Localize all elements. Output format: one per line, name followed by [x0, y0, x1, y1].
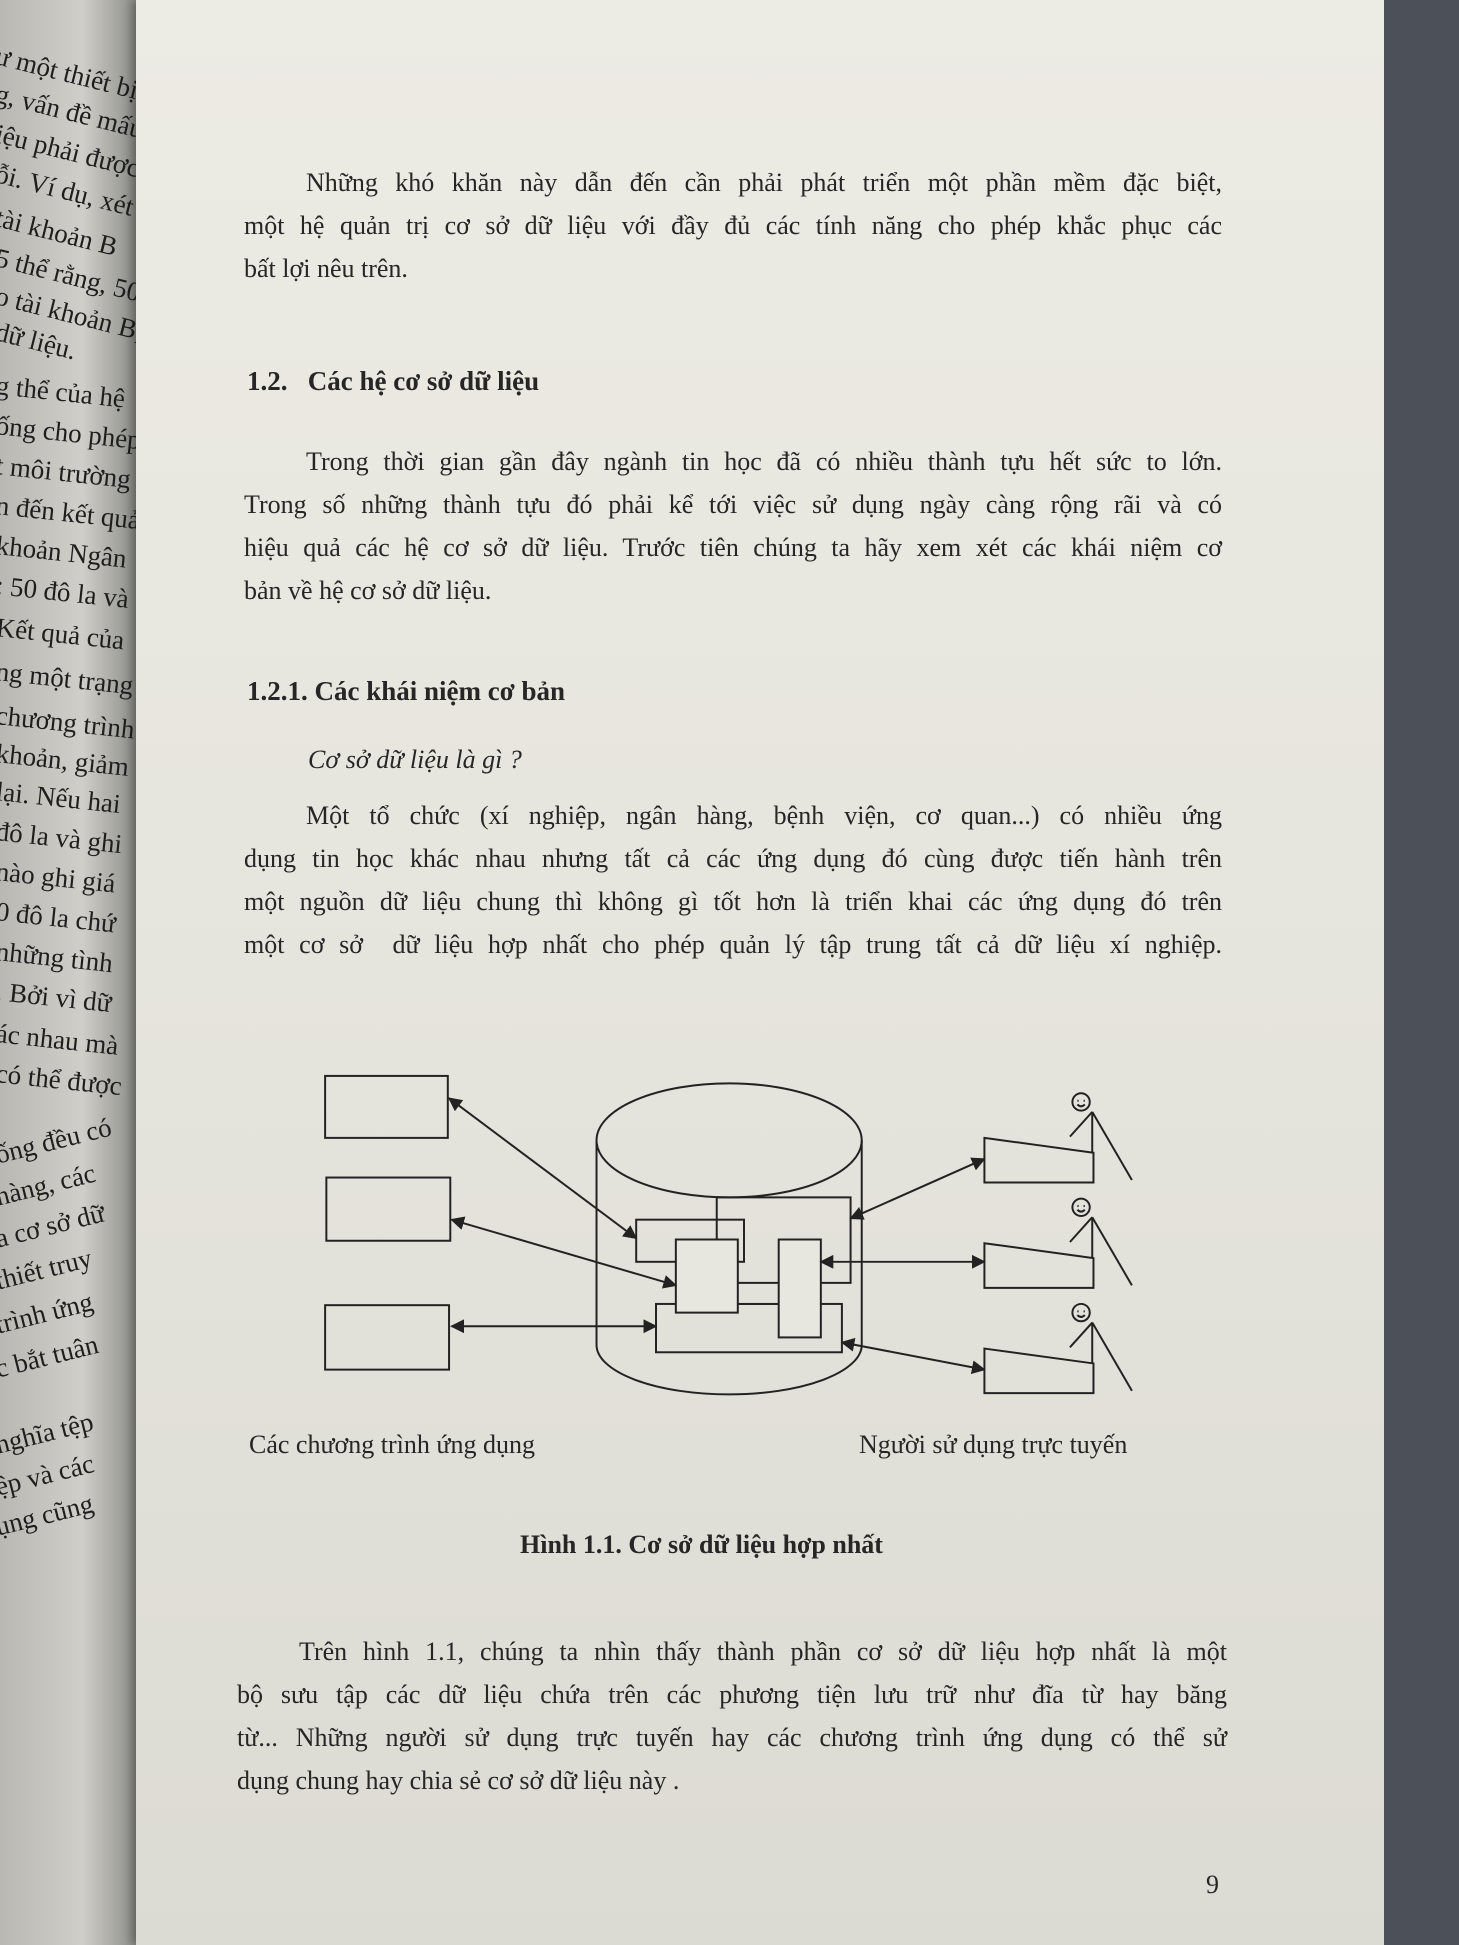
left-page-text-fragment: có thể được: [0, 1058, 124, 1102]
background: [1384, 0, 1459, 1945]
subsection-heading: 1.2.1. Các khái niệm cơ bản: [247, 676, 565, 706]
text-line: một cơ sở dữ liệu hợp nhất cho phép quản…: [244, 930, 1222, 959]
book-page: [136, 0, 1384, 1945]
figure-caption: Hình 1.1. Cơ sở dữ liệu hợp nhất: [520, 1530, 883, 1559]
text-line: bộ sưu tập các dữ liệu chứa trên các phư…: [237, 1680, 1227, 1709]
text-line: Những khó khăn này dẫn đến cần phải phát…: [306, 168, 1222, 197]
paragraph-figure-explanation: Trên hình 1.1, chúng ta nhìn thấy thành …: [237, 1630, 1227, 1802]
text-line: Một tổ chức (xí nghiệp, ngân hàng, bệnh …: [306, 801, 1222, 830]
paragraph-definition: Một tổ chức (xí nghiệp, ngân hàng, bệnh …: [244, 794, 1222, 966]
text-line: Trong số những thành tựu đó phải kể tới …: [244, 490, 1222, 519]
application-box: [324, 1304, 451, 1371]
text-line: dụng tin học khác nhau nhưng tất cả các …: [244, 844, 1222, 873]
left-page-text-fragment: ác nhau mà: [0, 1018, 120, 1061]
application-box: [324, 1074, 449, 1139]
text-line: dụng chung hay chia sẻ cơ sở dữ liệu này…: [237, 1766, 680, 1795]
left-page-text-fragment: ống cho phép: [0, 410, 138, 456]
text-line: bản về hệ cơ sở dữ liệu.: [244, 576, 492, 605]
text-line: bất lợi nêu trên.: [244, 254, 408, 283]
user-terminal: [983, 1197, 1133, 1289]
left-page-text-fragment: ng một trạng: [0, 656, 135, 701]
text-line: một hệ quản trị cơ sở dữ liệu với đầy đủ…: [244, 211, 1222, 240]
left-page-text-fragment: 0 đô la chứ: [0, 896, 118, 939]
left-page-text-fragment: khoản, giảm: [0, 738, 131, 782]
figure-label-applications: Các chương trình ứng dụng: [249, 1430, 535, 1459]
text-line: một nguồn dữ liệu chung thì không gì tốt…: [244, 887, 1222, 916]
left-page-text-fragment: . Bởi vì dữ: [0, 976, 113, 1019]
left-page-text-fragment: t môi trường: [0, 450, 133, 495]
database-diagram: [324, 1074, 1133, 1396]
left-page-text-fragment: lại. Nếu hai: [0, 776, 123, 820]
text-line: hiệu quả các hệ cơ sở dữ liệu. Trước tiê…: [244, 533, 1222, 562]
page-number: 9: [1206, 1870, 1219, 1899]
section-heading: 1.2. Các hệ cơ sở dữ liệu: [247, 366, 540, 396]
figure-label-users: Người sử dụng trực tuyến: [859, 1430, 1128, 1459]
application-boxes: [324, 1074, 452, 1371]
text-line: Trong thời gian gần đây ngành tin học đã…: [306, 447, 1222, 476]
paragraph-section: Trong thời gian gần đây ngành tin học đã…: [244, 440, 1222, 612]
left-page-text-fragment: đô la và ghi: [0, 816, 124, 860]
question-text: Cơ sở dữ liệu là gì ?: [308, 745, 522, 774]
left-page-text-fragment: g thể của hệ: [0, 370, 127, 414]
left-page-text-fragment: khoản Ngân: [0, 530, 129, 574]
left-page-text-fragment: ống đều có: [0, 1111, 115, 1170]
user-terminal: [983, 1092, 1133, 1184]
paragraph-intro: Những khó khăn này dẫn đến cần phải phát…: [244, 161, 1222, 290]
arrows: [447, 1097, 986, 1375]
left-page-text-fragment: n đến kết quả: [0, 490, 138, 536]
left-page-text-fragment: chương trình: [0, 700, 136, 745]
left-page-text-fragment: nào ghi giá: [0, 856, 117, 899]
left-page-text-fragment: những tình: [0, 936, 115, 979]
left-page-text-fragment: Kết quả của: [0, 612, 126, 656]
text-line: Trên hình 1.1, chúng ta nhìn thấy thành …: [299, 1637, 1227, 1666]
text-line: từ... Những người sử dụng trực tuyến hay…: [237, 1723, 1227, 1752]
user-terminal: [983, 1302, 1133, 1395]
left-page-text-fragment: : 50 đô la và: [0, 570, 131, 614]
application-box: [325, 1176, 452, 1242]
online-users: [983, 1092, 1133, 1395]
left-page-text-fragment: c bắt tuân: [0, 1329, 102, 1384]
data-blocks: [635, 1196, 852, 1354]
